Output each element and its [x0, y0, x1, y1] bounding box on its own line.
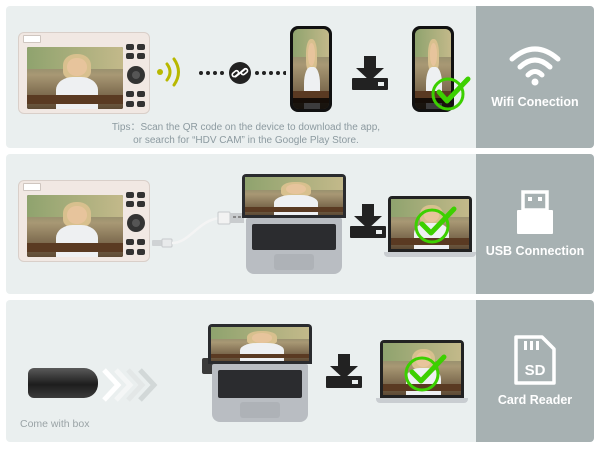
- laptop-macbook: [242, 174, 352, 274]
- camera-flash: [23, 35, 41, 43]
- come-with-box-caption: Come with box: [20, 418, 90, 430]
- download-icon: [350, 204, 386, 238]
- signal-waves-icon: [157, 57, 180, 87]
- usb-connection-panel: USB Connection: [6, 154, 594, 294]
- tips-line-1: Tips：Scan the QR code on the device to d…: [111, 122, 381, 133]
- card-reader-label: Card Reader: [497, 393, 573, 407]
- wifi-connection-label: Wifi Conection: [491, 95, 579, 109]
- check-icon: [404, 354, 447, 392]
- wifi-side-tab: Wifi Conection: [476, 6, 594, 148]
- wifi-icon: [509, 46, 561, 86]
- laptop-display: [376, 340, 468, 404]
- card-reader-panel: Come with box SD Card Read: [6, 300, 594, 442]
- check-icon: [431, 76, 471, 111]
- laptop-macbook: [208, 324, 318, 424]
- sd-card-icon: SD: [514, 335, 556, 385]
- usb-side-tab: USB Connection: [476, 154, 594, 294]
- arrows-icon: [102, 368, 158, 402]
- card-reader-device: [28, 368, 98, 398]
- phone-camera-app: [290, 26, 332, 112]
- camera-device: [18, 180, 150, 262]
- camera-buttons: [126, 192, 145, 255]
- download-icon: [352, 56, 388, 90]
- tips-line-2: or search for “HDV CAM” in the Google Pl…: [133, 135, 359, 146]
- download-icon: [326, 354, 362, 388]
- usb-cable: [152, 211, 244, 248]
- check-icon: [414, 206, 457, 244]
- svg-text:SD: SD: [525, 362, 546, 379]
- camera-device: [18, 32, 150, 114]
- wifi-connection-panel: Tips：Scan the QR code on the device to d…: [6, 6, 594, 148]
- tips-text: Tips：Scan the QR code on the device to d…: [26, 121, 466, 147]
- usb-icon: [517, 190, 553, 234]
- camera-screen: [27, 195, 123, 257]
- card-reader-side-tab: SD Card Reader: [476, 300, 594, 442]
- link-connector: [199, 62, 286, 84]
- camera-flash: [23, 183, 41, 191]
- usb-connection-label: USB Connection: [485, 244, 585, 258]
- camera-buttons: [126, 44, 145, 107]
- camera-screen: [27, 47, 123, 109]
